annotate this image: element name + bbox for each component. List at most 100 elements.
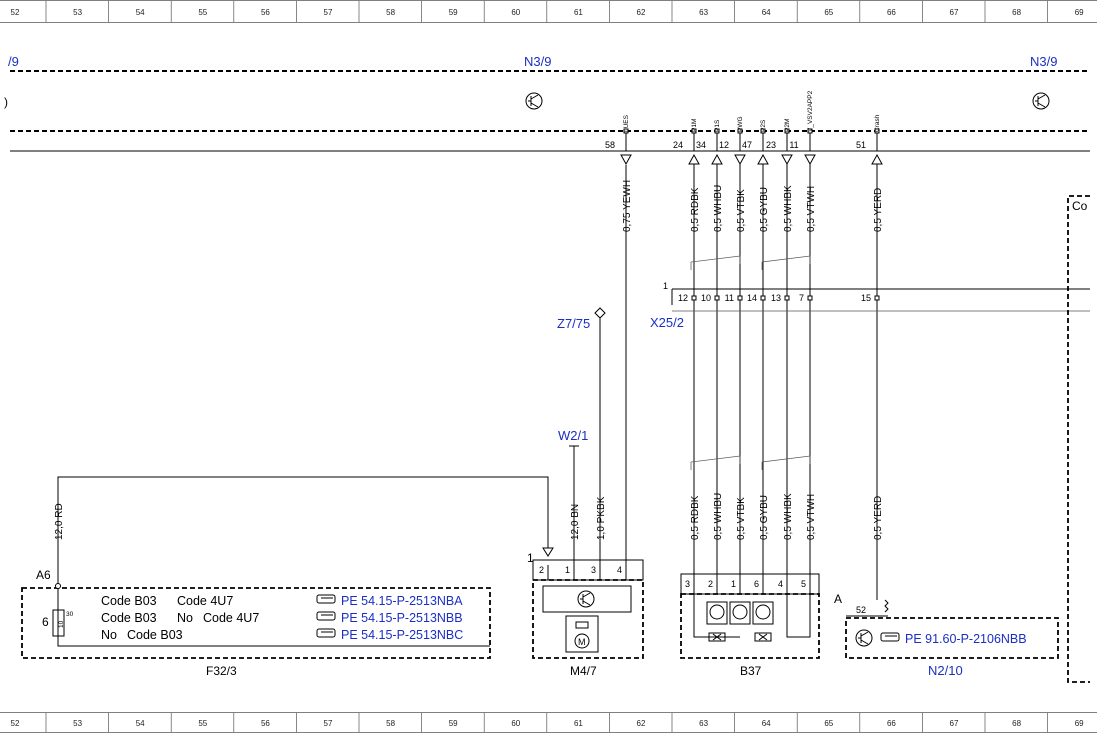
m4-7-connector <box>532 559 644 581</box>
pin-number: 47 <box>742 140 752 150</box>
ruler-label: 61 <box>574 8 583 17</box>
wire-label: 12,0 RD <box>54 503 65 540</box>
ruler-label: 59 <box>449 8 458 17</box>
ruler-label: 57 <box>324 719 333 728</box>
signal-name: P2M <box>784 119 791 132</box>
wire-label: 0,5 GYBU <box>759 495 770 540</box>
wire-label: 0,5 RDBK <box>690 495 701 540</box>
ruler-label: 56 <box>261 8 270 17</box>
ruler-label: 57 <box>324 8 333 17</box>
pin-number: 51 <box>856 140 866 150</box>
wire-label: 0,5 WHBU <box>713 185 724 232</box>
pe-link-nbb[interactable]: PE 54.15-P-2513NBB <box>341 611 463 625</box>
pin-number: 12 <box>719 140 729 150</box>
ruler-label: 60 <box>511 719 520 728</box>
motor-icon <box>574 633 590 649</box>
b37-pin: 1 <box>731 579 736 589</box>
signal-name: Crash <box>874 114 881 132</box>
ruler-label: 67 <box>950 8 959 17</box>
n3-9-left-label: /9 <box>8 54 19 69</box>
shield-bottom-right <box>761 455 811 470</box>
pe-link-nba[interactable]: PE 54.15-P-2513NBA <box>341 594 463 608</box>
power-wire-rd <box>57 476 549 584</box>
x25-2-pin: 11 <box>725 293 734 303</box>
ruler-label: 69 <box>1075 719 1084 728</box>
pin-number: 24 <box>673 140 683 150</box>
signal-name: P2S <box>760 119 767 132</box>
ruler-label: 62 <box>637 8 646 17</box>
x25-2-pin: 15 <box>861 293 871 303</box>
x25-2-pin: 12 <box>678 293 688 303</box>
ruler-label: 66 <box>887 719 896 728</box>
wire-label: 0,5 VTBK <box>736 189 747 232</box>
ruler-label: 56 <box>261 719 270 728</box>
b37-pin: 6 <box>754 579 759 589</box>
pointing-hand-icon[interactable] <box>316 611 336 621</box>
pin-number: 58 <box>605 140 615 150</box>
wire-label: 1,0 PKBK <box>596 496 607 540</box>
ruler-label: 54 <box>136 719 145 728</box>
ruler-label: 53 <box>73 8 82 17</box>
pe-link-n2[interactable]: PE 91.60-P-2106NBB <box>905 632 1027 646</box>
n3-9-right-label: N3/9 <box>1030 54 1057 69</box>
svg-text:M: M <box>578 637 586 647</box>
svg-text:6: 6 <box>42 615 49 629</box>
svg-text:Code 4U7: Code 4U7 <box>177 594 233 608</box>
signal-name: LUES <box>623 114 630 132</box>
b37-label: B37 <box>740 664 762 678</box>
wire-label: 0,5 VTWH <box>806 186 817 232</box>
wire-label: 0,5 VTWH <box>806 494 817 540</box>
x25-2-pin: 13 <box>771 293 781 303</box>
wire-label: 0,5 RDBK <box>690 187 701 232</box>
svg-text:A: A <box>834 592 842 606</box>
z7-75-label: Z7/75 <box>557 316 590 331</box>
svg-text:No: No <box>101 628 117 642</box>
pe-link-nbc[interactable]: PE 54.15-P-2513NBC <box>341 628 463 642</box>
left-edge-mark: ) <box>4 95 8 109</box>
b37-box <box>680 593 820 659</box>
wire-label: 0,5 WHBK <box>783 493 794 540</box>
transistor-icon <box>709 604 725 620</box>
ruler-label: 63 <box>699 8 708 17</box>
b37-pin: 5 <box>801 579 806 589</box>
n3-9-mid-label: N3/9 <box>524 54 551 69</box>
signal-name: P1S <box>714 119 721 132</box>
right-partial-box <box>1067 195 1090 683</box>
ruler-label: 52 <box>11 719 20 728</box>
shield-bottom-left <box>690 455 741 470</box>
pin-number: 34 <box>696 140 706 150</box>
ruler-label: 55 <box>198 719 207 728</box>
m4-7-pin: 2 <box>539 565 544 575</box>
shield-top-left <box>690 255 741 270</box>
n2-10-box <box>845 617 1059 659</box>
transistor-icon <box>732 604 748 620</box>
svg-text:Code B03: Code B03 <box>127 628 183 642</box>
ruler-label: 65 <box>824 8 833 17</box>
pointing-hand-icon[interactable] <box>880 632 900 642</box>
wire-label: 0,5 YERD <box>873 188 884 232</box>
wire-label: 0,5 GYBU <box>759 187 770 232</box>
x25-2-pin: 14 <box>747 293 757 303</box>
x25-2-pin: 7 <box>799 293 804 303</box>
pin-number: 23 <box>766 140 776 150</box>
pin-number: 11 <box>789 140 798 150</box>
pointing-hand-icon[interactable] <box>316 594 336 604</box>
wire-label: 0,5 WHBU <box>713 493 724 540</box>
signal-name: PWG <box>737 116 744 132</box>
z7-75-splice-icon <box>594 307 606 319</box>
pointing-hand-icon[interactable] <box>316 628 336 638</box>
ruler-label: 52 <box>11 8 20 17</box>
ruler-label: 59 <box>449 719 458 728</box>
x25-2-pin-one: 1 <box>663 281 668 291</box>
svg-text:30: 30 <box>66 611 74 618</box>
ruler-label: 69 <box>1075 8 1084 17</box>
ruler-label: 64 <box>762 719 771 728</box>
transistor-icon <box>855 629 873 647</box>
ruler-label: 58 <box>386 8 395 17</box>
signal-name: P1M <box>691 119 698 132</box>
